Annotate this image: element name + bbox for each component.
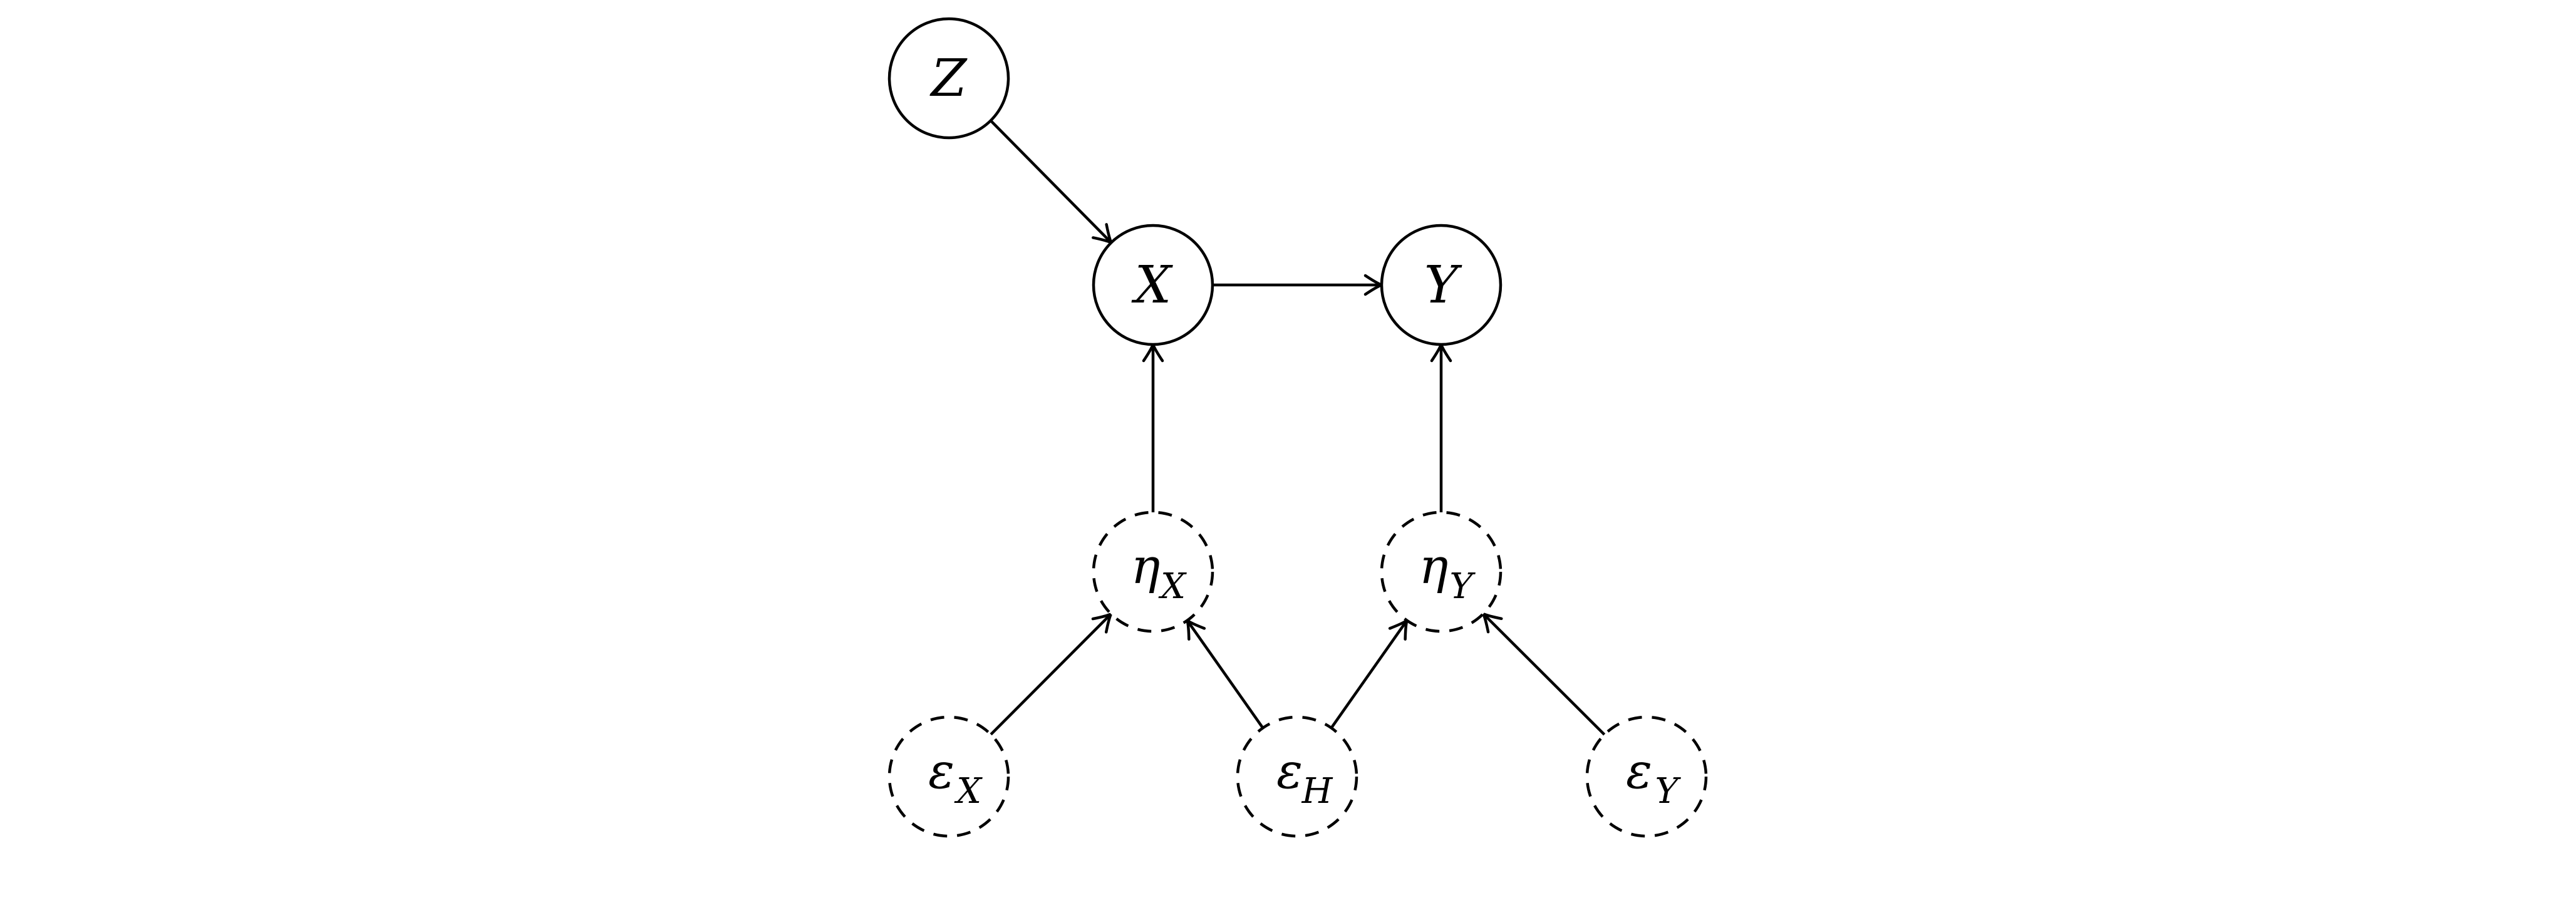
node-y: Y	[1380, 224, 1503, 346]
node-label: η	[1419, 539, 1449, 595]
arrowhead	[1482, 612, 1503, 634]
node-subscript: Y	[1450, 566, 1476, 607]
edge-Z-to-X	[990, 120, 1113, 244]
edge-eps_H-to-eta_X	[1186, 619, 1265, 729]
node-z: Z	[887, 17, 1010, 140]
node-circle	[887, 17, 1010, 140]
node-label: ε	[928, 743, 954, 800]
edge-X-to-Y	[1213, 274, 1384, 296]
edge-eps_H-to-eta_Y	[1330, 619, 1409, 729]
node-circle	[1380, 510, 1503, 633]
node-x: X	[1092, 224, 1214, 346]
arrowhead	[1388, 619, 1409, 641]
node-circle	[1585, 715, 1708, 838]
node-circle	[1092, 510, 1214, 633]
node-circle	[1236, 715, 1358, 838]
node-subscript: H	[1301, 771, 1333, 812]
node-label: ε	[1276, 743, 1303, 800]
node-label: ε	[1626, 743, 1652, 800]
edge-eta_X-to-X	[1142, 343, 1164, 512]
node-label: X	[1131, 256, 1174, 315]
edge-eta_Y-to-Y	[1430, 343, 1452, 512]
node-circle	[1092, 224, 1214, 346]
node-label: η	[1131, 539, 1161, 595]
edges-layer	[990, 120, 1606, 736]
node-subscript: X	[954, 771, 983, 812]
node-subscript: X	[1158, 566, 1187, 607]
node-eps-h: εH	[1236, 715, 1358, 838]
node-label: Z	[929, 49, 968, 108]
edge-eps_Y-to-eta_Y	[1482, 612, 1606, 736]
arrowhead	[1186, 619, 1206, 641]
node-circle	[1380, 224, 1503, 346]
edge-eps_X-to-eta_X	[990, 613, 1113, 736]
node-label: Y	[1424, 256, 1462, 315]
node-circle	[887, 715, 1010, 838]
node-subscript: Y	[1655, 771, 1682, 812]
